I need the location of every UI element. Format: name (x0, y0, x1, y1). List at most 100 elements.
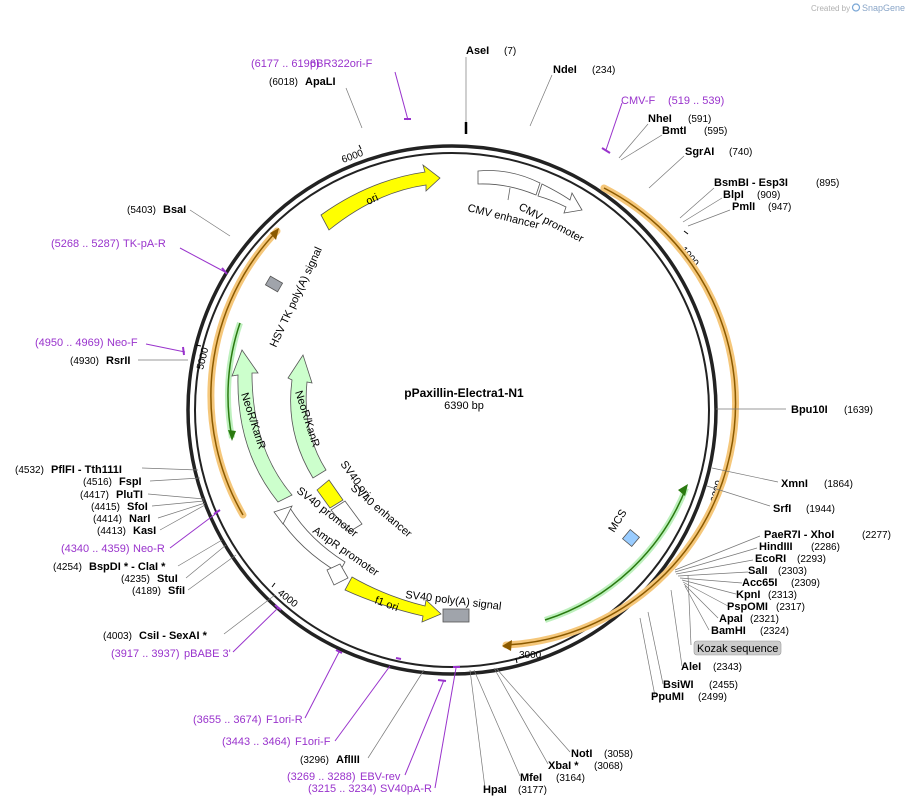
created-by-text: Created by (811, 4, 850, 13)
insert-arc (505, 187, 737, 646)
svg-text:(3058): (3058) (604, 749, 633, 760)
enzyme-kasI: KasI (133, 525, 156, 537)
svg-text:(2455): (2455) (709, 680, 738, 691)
primer-pbr322ori-f: pBR322ori-F (310, 58, 373, 70)
f1-ori-feature (344, 576, 442, 623)
svg-text:(4415): (4415) (91, 502, 120, 513)
enzyme-apaLI: ApaLI (305, 76, 336, 88)
enzyme-bpu10I: Bpu10I (791, 404, 828, 416)
neo-arrowhead (270, 228, 279, 240)
backbone-outer-ring (186, 144, 718, 676)
enzyme-ppuMI: PpuMI (651, 691, 684, 703)
backbone-inner-ring (194, 152, 710, 668)
svg-text:(2286): (2286) (811, 542, 840, 553)
svg-text:(2313): (2313) (768, 590, 797, 601)
enzyme-bamHI: BamHI (711, 625, 746, 637)
svg-text:(4532): (4532) (15, 465, 44, 476)
enzyme-pspOMI: PspOMI (727, 601, 768, 613)
svg-text:(234): (234) (592, 65, 615, 76)
svg-text:(4950 .. 4969): (4950 .. 4969) (35, 337, 104, 349)
enzyme-aleI: AleI (681, 661, 701, 673)
svg-text:3000: 3000 (519, 650, 542, 661)
svg-text:(3215 .. 3234): (3215 .. 3234) (308, 783, 377, 795)
neo-arc (210, 230, 278, 516)
tick-3000: 3000 (515, 650, 542, 664)
primer-pbabe-3: pBABE 3' (184, 648, 231, 660)
primer-cmv-f: CMV-F (621, 95, 656, 107)
svg-text:(3177): (3177) (518, 785, 547, 796)
primer-ebv-rev: EBV-rev (360, 771, 401, 783)
enzyme-xbaI: XbaI * (548, 760, 579, 772)
primer-labels: pBR322ori-F (6177 .. 6196) CMV-F (519 ..… (35, 58, 724, 795)
plasmid-size: 6390 bp (444, 400, 484, 412)
hsv-tk-polya-feature (264, 275, 284, 293)
svg-text:(1944): (1944) (806, 504, 835, 515)
mcs-label: MCS (606, 507, 629, 534)
svg-text:(4235): (4235) (121, 574, 150, 585)
svg-text:(7): (7) (504, 46, 516, 57)
sv40-ori-feature (316, 479, 344, 509)
enzyme-fspI: FspI (119, 476, 142, 488)
svg-text:(4414): (4414) (93, 514, 122, 525)
enzyme-aflIII: AflIII (336, 754, 360, 766)
svg-text:(4413): (4413) (97, 526, 126, 537)
svg-text:(3443 .. 3464): (3443 .. 3464) (222, 736, 291, 748)
svg-text:(595): (595) (704, 126, 727, 137)
svg-text:(3296): (3296) (300, 755, 329, 766)
kozak-label: Kozak sequence (697, 643, 778, 655)
svg-text:(519 .. 539): (519 .. 539) (668, 95, 724, 107)
enzyme-srfI: SrfI (773, 503, 791, 515)
primer-leaders (145, 71, 623, 789)
svg-text:(6177 .. 6196): (6177 .. 6196) (251, 58, 320, 70)
paxillin-arrowhead (678, 484, 688, 496)
svg-text:(3269 .. 3288): (3269 .. 3288) (287, 771, 356, 783)
enzyme-pflFI: PflFI - Tth111I (51, 464, 122, 476)
neo-green-arrowhead (228, 430, 236, 441)
svg-text:(3655 .. 3674): (3655 .. 3674) (193, 714, 262, 726)
snapgene-name: SnapGene (862, 3, 905, 13)
snapgene-logo: Created by SnapGene (811, 3, 905, 13)
enzyme-kpnI: KpnI (736, 589, 760, 601)
svg-text:(6018): (6018) (269, 77, 298, 88)
svg-text:(2343): (2343) (713, 662, 742, 673)
enzyme-bmtI: BmtI (662, 125, 686, 137)
primer-sv40pa-r: SV40pA-R (380, 783, 432, 795)
enzyme-pmlI: PmlI (732, 201, 755, 213)
svg-text:(4340 .. 4359): (4340 .. 4359) (61, 543, 130, 555)
svg-text:(2321): (2321) (750, 614, 779, 625)
svg-text:(909): (909) (757, 190, 780, 201)
sv40-enhancer-feature (330, 500, 363, 533)
svg-text:(3068): (3068) (594, 761, 623, 772)
svg-text:(2303): (2303) (778, 566, 807, 577)
svg-text:(947): (947) (768, 202, 791, 213)
enzyme-sfiI: SfiI (168, 585, 185, 597)
svg-text:(895): (895) (816, 178, 839, 189)
enzyme-sfoI: SfoI (127, 501, 148, 513)
paxillin-arc (544, 487, 687, 621)
neor-outer-feature (231, 349, 293, 503)
primer-neo-f: Neo-F (107, 337, 138, 349)
enzyme-bsmbI: BsmBI - Esp3I (714, 177, 788, 189)
svg-text:(4003): (4003) (103, 631, 132, 642)
enzyme-rsrII: RsrII (106, 355, 130, 367)
enzyme-paer7I: PaeR7I - XhoI (764, 529, 834, 541)
tick-5000: 5000 (195, 344, 211, 371)
enzyme-hpaI: HpaI (483, 784, 507, 796)
enzyme-ecoRI: EcoRI (755, 553, 786, 565)
enzyme-aseI: AseI (466, 45, 489, 57)
enzyme-narI: NarI (129, 513, 150, 525)
enzyme-xmnI: XmnI (781, 478, 808, 490)
svg-text:(3164): (3164) (556, 773, 585, 784)
enzyme-salI: SalI (748, 565, 768, 577)
enzyme-acc65I: Acc65I (742, 577, 777, 589)
snapgene-icon (851, 3, 861, 12)
svg-text:(5403): (5403) (127, 205, 156, 216)
primer-f1ori-f: F1ori-F (295, 736, 331, 748)
svg-text:(4254): (4254) (53, 562, 82, 573)
enzyme-pluTI: PluTI (116, 489, 143, 501)
svg-text:(740): (740) (729, 147, 752, 158)
enzyme-bsaI: BsaI (163, 204, 186, 216)
svg-text:(4417): (4417) (80, 490, 109, 501)
ori-feature (320, 163, 441, 231)
